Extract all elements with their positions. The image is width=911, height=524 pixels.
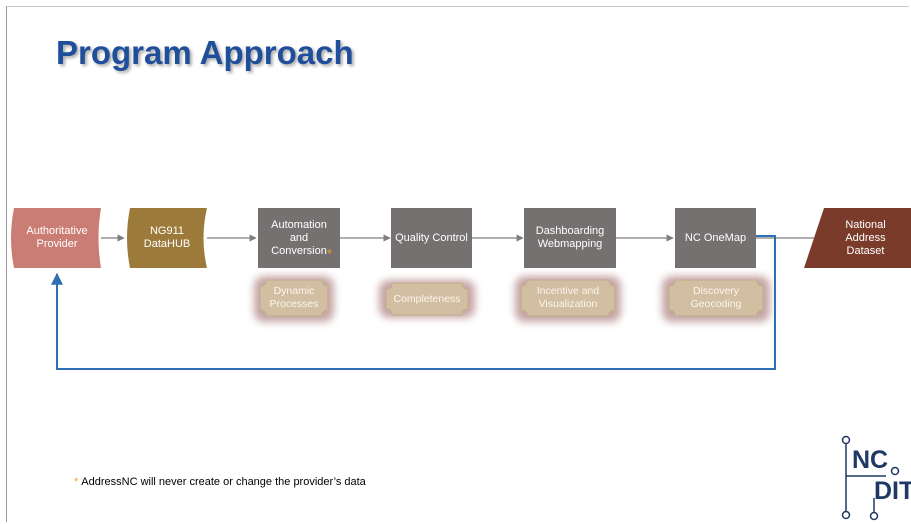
dynamic-processes-label: Dynamic Processes [269, 285, 319, 310]
national-address-dataset-shape [804, 208, 911, 268]
discovery-geocoding-label: Discovery Geocoding [690, 285, 742, 310]
dashboarding-label: Dashboarding Webmapping [535, 225, 605, 250]
automation-conversion-label: Automation and Conversion [258, 208, 340, 268]
automation-conversion-box [258, 208, 340, 268]
discovery-geocoding-plaque [668, 279, 764, 317]
quality-control-box [391, 208, 472, 268]
feedback-loop-line [51, 235, 776, 370]
national-address-dataset-label: National Address Dataset [845, 218, 886, 257]
footnote-marker: * [74, 476, 79, 488]
completeness-plaque [385, 282, 469, 316]
authoritative-provider-shape [11, 208, 101, 268]
dashboarding-box [524, 208, 616, 268]
slide-title: Program Approach [56, 34, 354, 71]
ng911-datahub-shape [127, 208, 207, 268]
footnote-text: AddressNC will never create or change th… [81, 476, 366, 488]
nc-onemap-label: NC OneMap [684, 231, 747, 244]
quality-control-label: Quality Control [395, 231, 468, 244]
logo-line1: NC [852, 446, 888, 474]
footnote: *AddressNC will never create or change t… [74, 476, 366, 488]
logo-line2: DIT [874, 477, 911, 505]
completeness-label: Completeness [393, 292, 461, 305]
automation-conversion-text: Automation and Conversion [271, 218, 327, 257]
nc-onemap-box [675, 208, 756, 268]
incentive-visualization-plaque [520, 279, 616, 317]
automation-asterisk: * [327, 246, 333, 261]
slide-frame [6, 6, 909, 522]
dynamic-processes-plaque [259, 279, 329, 317]
authoritative-provider-label: Authoritative Provider [26, 225, 88, 250]
incentive-visualization-label: Incentive and Visualization [536, 285, 600, 310]
ng911-datahub-label: NG911 DataHUB [143, 225, 191, 250]
nc-dit-logo: NC DIT [841, 435, 911, 521]
